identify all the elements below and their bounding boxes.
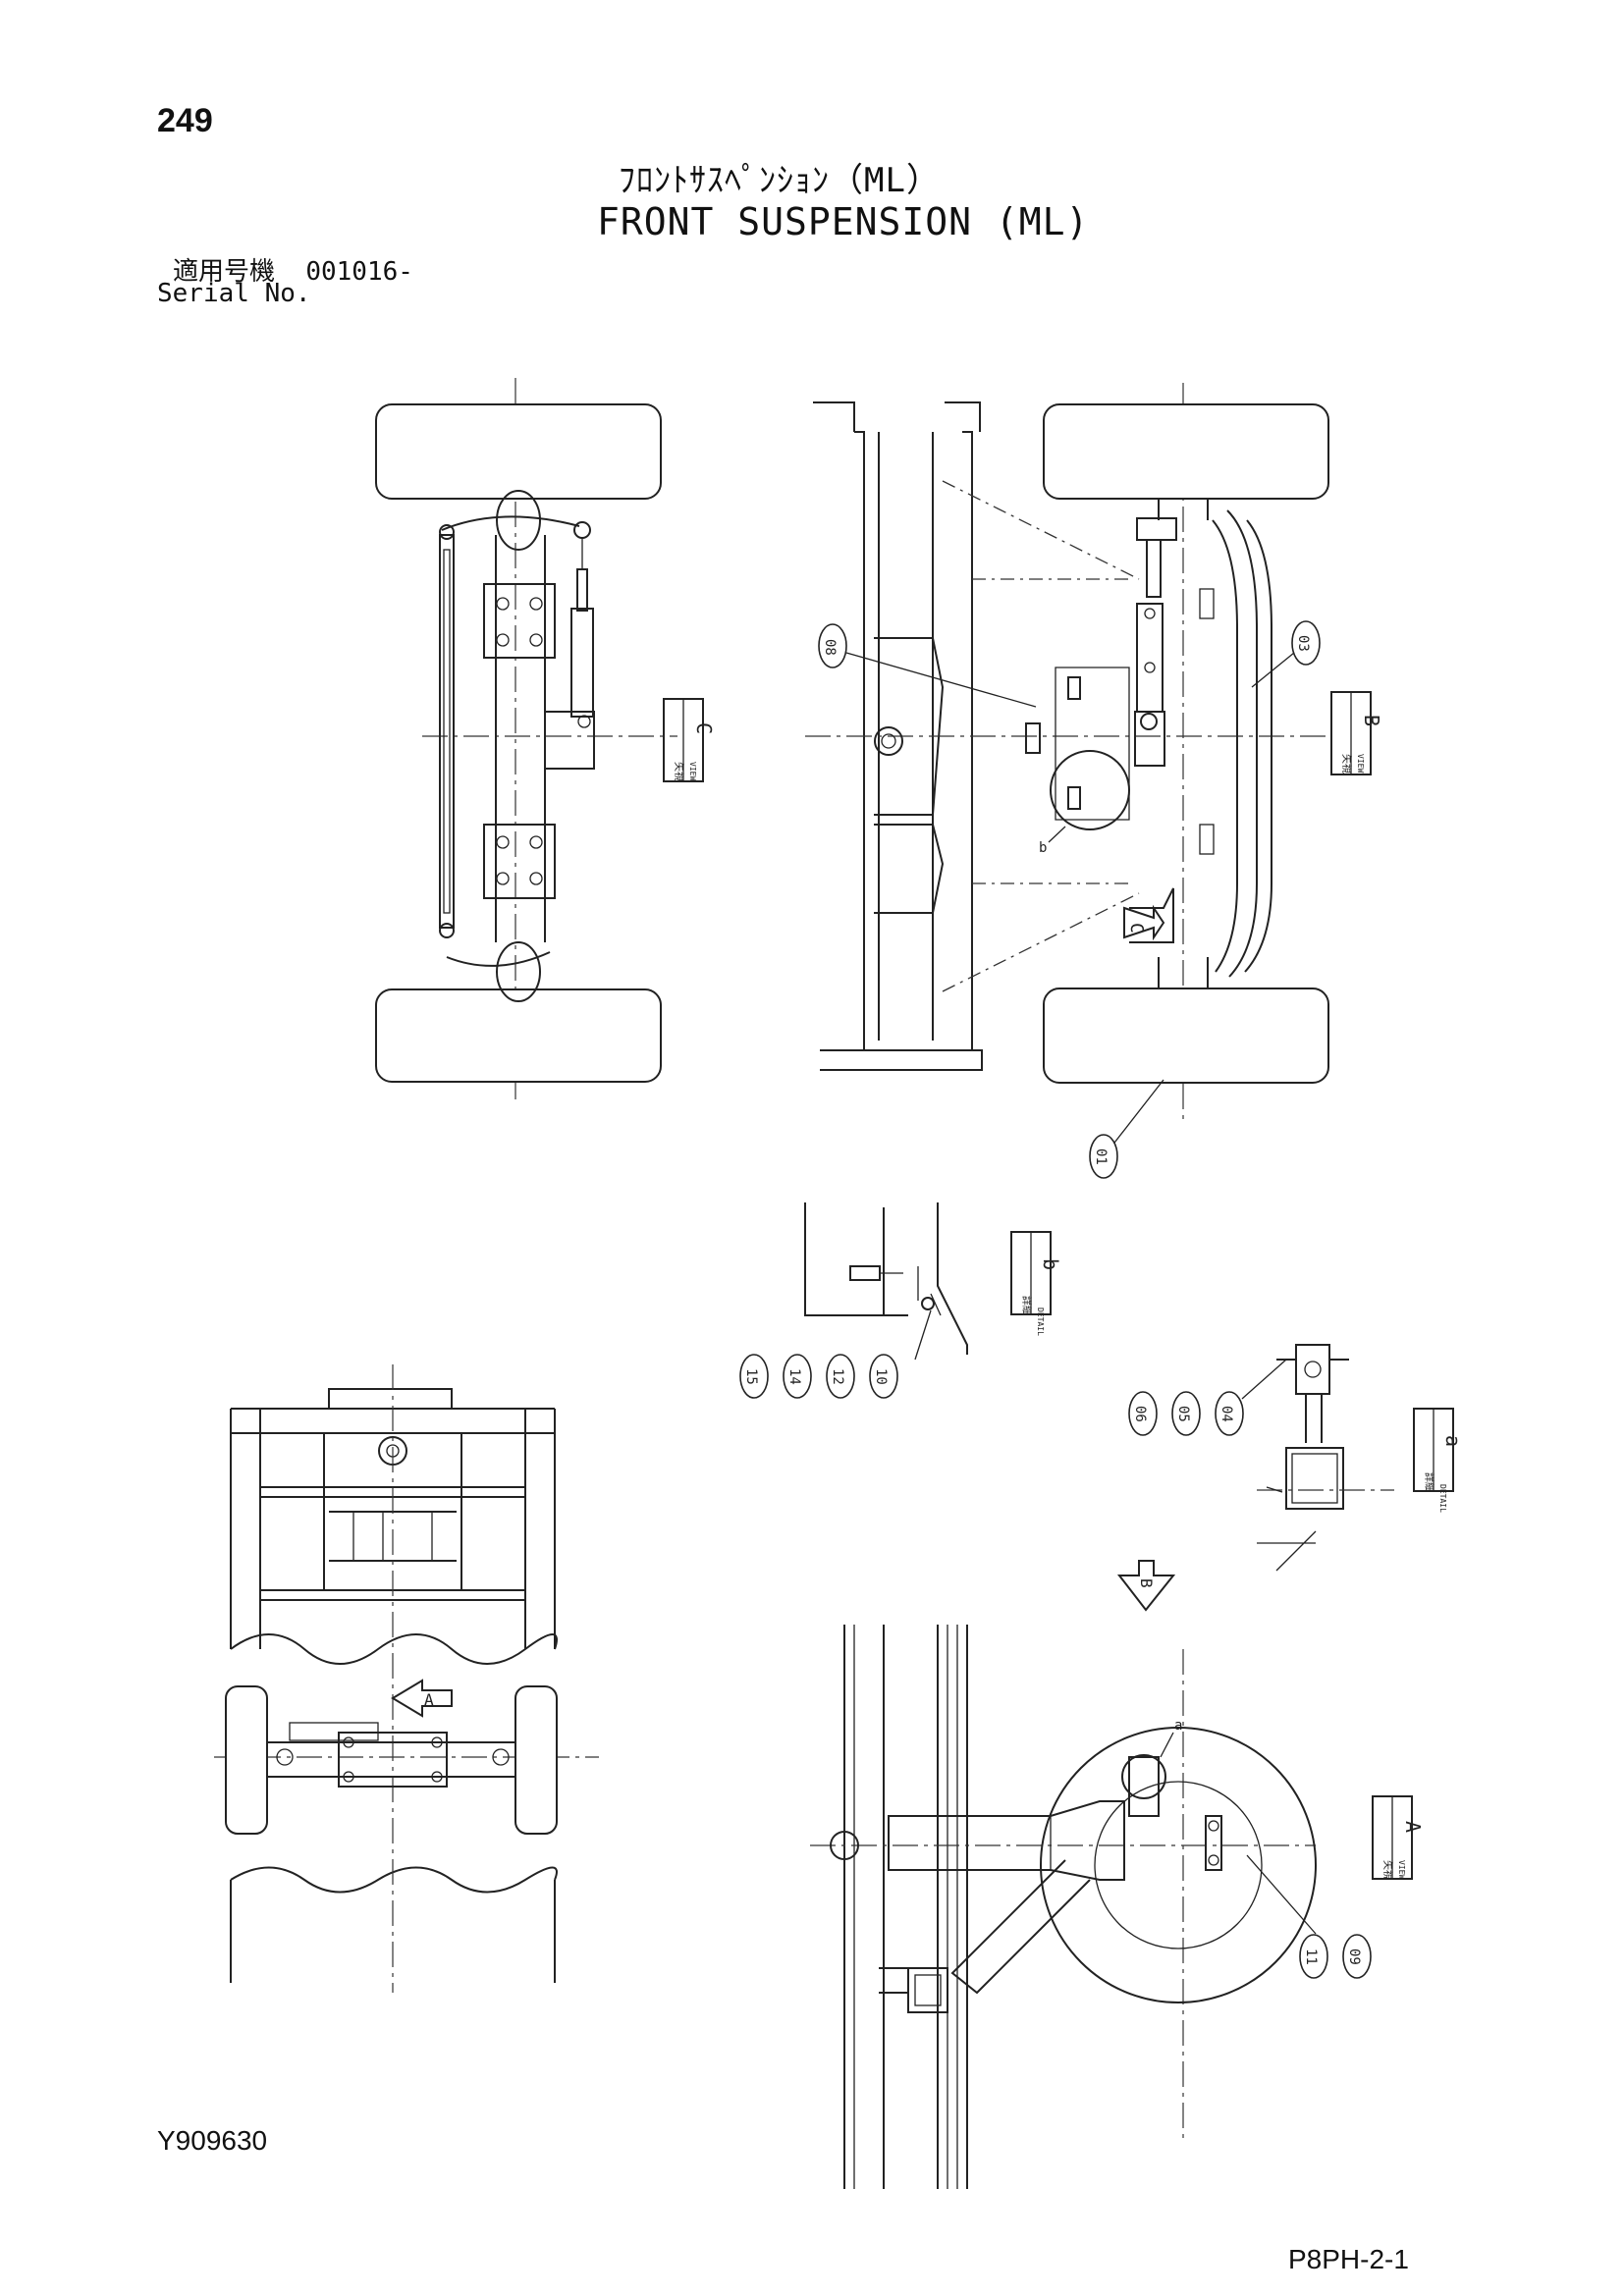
detail-a-label: 詳細 DETAIL a: [1413, 1408, 1465, 1513]
view-a-arrow: A: [391, 1679, 453, 1718]
callout-14-text: 11: [1303, 1949, 1319, 1965]
callout-11: 14: [783, 1354, 812, 1399]
callout-12-text: 15: [743, 1368, 759, 1385]
page-title-jp: ﾌﾛﾝﾄｻｽﾍﾟﾝｼｮﾝ（ML）: [619, 161, 941, 200]
callout-12: 15: [739, 1354, 769, 1399]
callout-08: 08: [818, 623, 847, 668]
leader-lines: [845, 652, 1317, 1935]
callout-06: 06: [1128, 1391, 1158, 1436]
callout-03-text: 03: [1295, 635, 1311, 652]
callout-11-text: 14: [786, 1368, 802, 1385]
view-b-label: 矢視 VIEW B: [1330, 691, 1383, 775]
serial-value: 001016-: [305, 257, 413, 287]
view-a-jp: 矢視: [1381, 1860, 1394, 1880]
view-c-arrow: C: [1123, 904, 1165, 941]
view-b-arrow-letter: B: [1137, 1578, 1156, 1588]
front-view-drawing: [214, 1364, 599, 1993]
callout-09-text: 10: [873, 1368, 889, 1385]
view-a-arrow-letter: A: [424, 1690, 434, 1709]
view-c-label: 矢視 VIEW C: [663, 698, 716, 782]
detail-a-drawing: [1257, 1344, 1394, 1572]
view-a-label: 矢視 VIEW A: [1372, 1795, 1425, 1880]
callout-05-text: 05: [1175, 1406, 1191, 1422]
callout-06-text: 06: [1132, 1406, 1148, 1422]
view-c-en: VIEW: [688, 762, 697, 780]
view-c-jp: 矢視: [673, 762, 685, 781]
callout-01: 01: [1089, 1134, 1118, 1179]
page-title-en: FRONT SUSPENSION (ML): [597, 200, 1090, 243]
detail-b-jp: 詳細: [1020, 1296, 1033, 1315]
callout-01-text: 01: [1093, 1148, 1109, 1165]
view-a-en: VIEW: [1397, 1860, 1406, 1879]
detail-b-label: 詳細 DETAIL b: [1010, 1231, 1062, 1336]
detail-marker-b: b: [1039, 840, 1047, 856]
document-code: Y909630: [157, 2125, 268, 2156]
callout-15: 09: [1342, 1934, 1372, 1979]
view-b-jp: 矢視: [1340, 754, 1353, 774]
view-b-arrow: B: [1116, 1560, 1176, 1612]
detail-b-en: DETAIL: [1036, 1308, 1045, 1336]
page-code: P8PH-2-1: [1288, 2244, 1409, 2274]
view-b-en: VIEW: [1356, 754, 1365, 773]
callout-05: 05: [1171, 1391, 1201, 1436]
view-c-drawing: [375, 378, 677, 1099]
callout-08-text: 08: [822, 639, 838, 656]
page-number: 249: [157, 102, 213, 139]
view-c-letter: C: [692, 722, 716, 734]
callout-04-text: 04: [1218, 1406, 1234, 1422]
callout-10-text: 12: [830, 1368, 845, 1385]
serial-label-jp-text: 適用号機: [173, 257, 276, 287]
view-c-arrow-letter: C: [1126, 923, 1147, 934]
callout-09: 10: [869, 1354, 898, 1399]
view-a-letter: A: [1401, 1821, 1425, 1833]
detail-marker-a: a: [1174, 1718, 1182, 1734]
callout-15-text: 09: [1346, 1949, 1362, 1965]
view-a-drawing: a: [810, 1625, 1317, 2189]
callout-04: 04: [1215, 1391, 1244, 1436]
detail-b-letter: b: [1039, 1258, 1062, 1270]
callout-14: 11: [1299, 1934, 1328, 1979]
serial-label-jp: 適用号機 001016-: [173, 251, 413, 288]
callout-03: 03: [1291, 620, 1321, 666]
detail-b-drawing: [804, 1202, 968, 1355]
detail-a-en: DETAIL: [1438, 1484, 1447, 1513]
callout-10: 12: [826, 1354, 855, 1399]
detail-a-jp: 詳細: [1423, 1472, 1435, 1492]
serial-label-en: Serial No.: [157, 279, 311, 308]
view-b-drawing: b: [805, 383, 1329, 1119]
view-b-letter: B: [1360, 715, 1383, 726]
detail-a-letter: a: [1441, 1435, 1465, 1447]
